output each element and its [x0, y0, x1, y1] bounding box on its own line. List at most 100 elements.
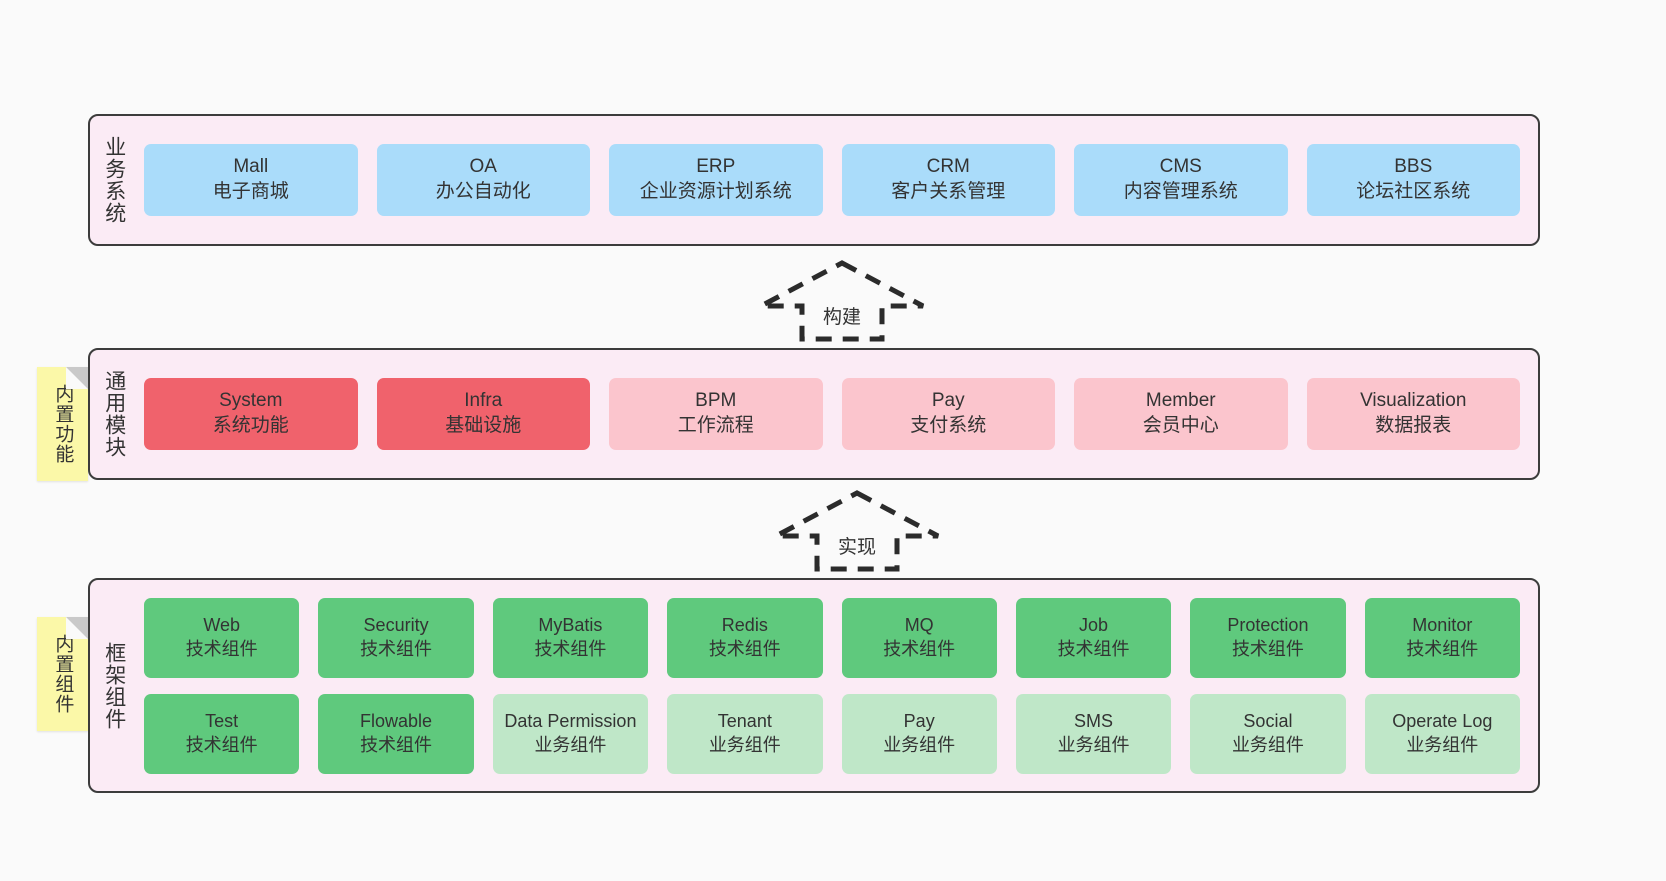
card-cms-title: CMS: [1159, 156, 1202, 178]
card-bpm-title: BPM: [695, 390, 737, 412]
card-infra[interactable]: Infra 基础设施: [376, 378, 590, 450]
card-erp[interactable]: ERP 企业资源计划系统: [609, 144, 823, 216]
card-cms[interactable]: CMS 内容管理系统: [1074, 144, 1288, 216]
card-social-subtitle: 业务组件: [1231, 734, 1304, 755]
card-data-permission-subtitle: 业务组件: [534, 734, 607, 755]
layer-common-modules: 通用模块 System 系统功能 Infra 基础设施 BPM 工作流程 Pay…: [88, 348, 1540, 480]
card-operate-log-title: Operate Log: [1392, 711, 1493, 732]
card-mybatis-subtitle: 技术组件: [534, 638, 607, 659]
arrow-build: 构建: [757, 259, 927, 342]
card-sms-title: SMS: [1074, 711, 1114, 732]
card-crm-title: CRM: [926, 156, 970, 178]
card-flowable[interactable]: Flowable 技术组件: [318, 693, 474, 774]
card-monitor-subtitle: 技术组件: [1406, 638, 1479, 659]
card-pay-subtitle: 支付系统: [910, 415, 987, 436]
card-bbs-title: BBS: [1394, 156, 1433, 178]
layer-framework-components-body: Web 技术组件 Security 技术组件 MyBatis 技术组件 Redi…: [138, 580, 1538, 791]
card-mall-title: Mall: [233, 156, 269, 178]
card-web-subtitle: 技术组件: [185, 638, 258, 659]
card-protection-subtitle: 技术组件: [1231, 638, 1304, 659]
card-visualization-title: Visualization: [1360, 390, 1467, 412]
card-mq-subtitle: 技术组件: [883, 638, 956, 659]
card-bpm-subtitle: 工作流程: [677, 415, 754, 436]
layer-business-systems: 业务系统 Mall 电子商城 OA 办公自动化 ERP 企业资源计划系统 CRM…: [88, 114, 1540, 246]
card-tenant-title: Tenant: [717, 711, 772, 732]
framework-tech-row: Web 技术组件 Security 技术组件 MyBatis 技术组件 Redi…: [144, 597, 1520, 678]
card-operate-log-subtitle: 业务组件: [1406, 734, 1479, 755]
card-test-subtitle: 技术组件: [185, 734, 258, 755]
card-pay-component[interactable]: Pay 业务组件: [841, 693, 997, 774]
note-builtin-component: 内置组件: [37, 617, 88, 731]
card-bbs[interactable]: BBS 论坛社区系统: [1306, 144, 1520, 216]
note-builtin-component-label: 内置组件: [52, 634, 74, 714]
card-visualization[interactable]: Visualization 数据报表: [1306, 378, 1520, 450]
card-mybatis[interactable]: MyBatis 技术组件: [492, 597, 649, 678]
arrow-build-label: 构建: [820, 302, 864, 329]
card-test[interactable]: Test 技术组件: [144, 693, 300, 774]
card-security[interactable]: Security 技术组件: [318, 597, 474, 678]
common-modules-row: System 系统功能 Infra 基础设施 BPM 工作流程 Pay 支付系统…: [144, 378, 1520, 450]
card-mybatis-title: MyBatis: [538, 615, 603, 636]
card-mall-subtitle: 电子商城: [212, 181, 289, 202]
card-mq[interactable]: MQ 技术组件: [841, 597, 997, 678]
card-pay-title: Pay: [931, 390, 965, 412]
card-member-title: Member: [1145, 390, 1216, 412]
card-member[interactable]: Member 会员中心: [1074, 378, 1288, 450]
card-mall[interactable]: Mall 电子商城: [144, 144, 358, 216]
card-data-permission[interactable]: Data Permission 业务组件: [492, 693, 649, 774]
card-web[interactable]: Web 技术组件: [144, 597, 300, 678]
note-builtin-function-label: 内置功能: [52, 384, 74, 464]
card-job-subtitle: 技术组件: [1057, 638, 1130, 659]
card-pay-component-subtitle: 业务组件: [883, 734, 956, 755]
card-oa[interactable]: OA 办公自动化: [376, 144, 590, 216]
layer-framework-components-title: 框架组件: [102, 641, 126, 730]
card-infra-title: Infra: [464, 390, 503, 412]
layer-common-modules-body: System 系统功能 Infra 基础设施 BPM 工作流程 Pay 支付系统…: [138, 350, 1538, 478]
card-member-subtitle: 会员中心: [1142, 415, 1219, 436]
layer-common-modules-title: 通用模块: [102, 370, 126, 458]
card-pay-component-title: Pay: [903, 711, 935, 732]
card-monitor[interactable]: Monitor 技术组件: [1364, 597, 1520, 678]
card-system-title: System: [219, 390, 283, 412]
card-tenant[interactable]: Tenant 业务组件: [667, 693, 823, 774]
card-security-subtitle: 技术组件: [360, 638, 433, 659]
card-test-title: Test: [205, 711, 239, 732]
card-crm-subtitle: 客户关系管理: [891, 181, 1006, 202]
card-protection[interactable]: Protection 技术组件: [1190, 597, 1346, 678]
card-sms-subtitle: 业务组件: [1057, 734, 1130, 755]
card-protection-title: Protection: [1227, 615, 1309, 636]
framework-business-row: Test 技术组件 Flowable 技术组件 Data Permission …: [144, 693, 1520, 774]
card-redis-subtitle: 技术组件: [708, 638, 781, 659]
arrow-implement-label: 实现: [835, 532, 879, 559]
card-crm[interactable]: CRM 客户关系管理: [841, 144, 1055, 216]
card-erp-title: ERP: [696, 156, 736, 178]
card-job-title: Job: [1079, 615, 1109, 636]
layer-framework-components: 框架组件 Web 技术组件 Security 技术组件 MyBatis 技术组件…: [88, 578, 1540, 793]
card-web-title: Web: [203, 615, 241, 636]
card-pay[interactable]: Pay 支付系统: [841, 378, 1055, 450]
layer-business-systems-body: Mall 电子商城 OA 办公自动化 ERP 企业资源计划系统 CRM 客户关系…: [138, 116, 1538, 244]
card-erp-subtitle: 企业资源计划系统: [639, 181, 792, 202]
card-social[interactable]: Social 业务组件: [1190, 693, 1346, 774]
card-visualization-subtitle: 数据报表: [1375, 415, 1452, 436]
card-bbs-subtitle: 论坛社区系统: [1356, 181, 1471, 202]
card-system-subtitle: 系统功能: [212, 415, 289, 436]
card-infra-subtitle: 基础设施: [445, 415, 522, 436]
card-oa-title: OA: [469, 156, 497, 178]
card-cms-subtitle: 内容管理系统: [1123, 181, 1238, 202]
card-redis-title: Redis: [721, 615, 768, 636]
card-data-permission-title: Data Permission: [504, 711, 637, 732]
card-operate-log[interactable]: Operate Log 业务组件: [1364, 693, 1520, 774]
card-redis[interactable]: Redis 技术组件: [667, 597, 823, 678]
card-bpm[interactable]: BPM 工作流程: [609, 378, 823, 450]
card-security-title: Security: [363, 615, 429, 636]
card-flowable-title: Flowable: [360, 711, 433, 732]
card-system[interactable]: System 系统功能: [144, 378, 358, 450]
arrow-implement: 实现: [772, 489, 942, 572]
business-systems-row: Mall 电子商城 OA 办公自动化 ERP 企业资源计划系统 CRM 客户关系…: [144, 144, 1520, 216]
card-sms[interactable]: SMS 业务组件: [1015, 693, 1172, 774]
card-job[interactable]: Job 技术组件: [1015, 597, 1172, 678]
card-monitor-title: Monitor: [1412, 615, 1473, 636]
note-builtin-function: 内置功能: [37, 367, 88, 481]
card-mq-title: MQ: [904, 615, 934, 636]
